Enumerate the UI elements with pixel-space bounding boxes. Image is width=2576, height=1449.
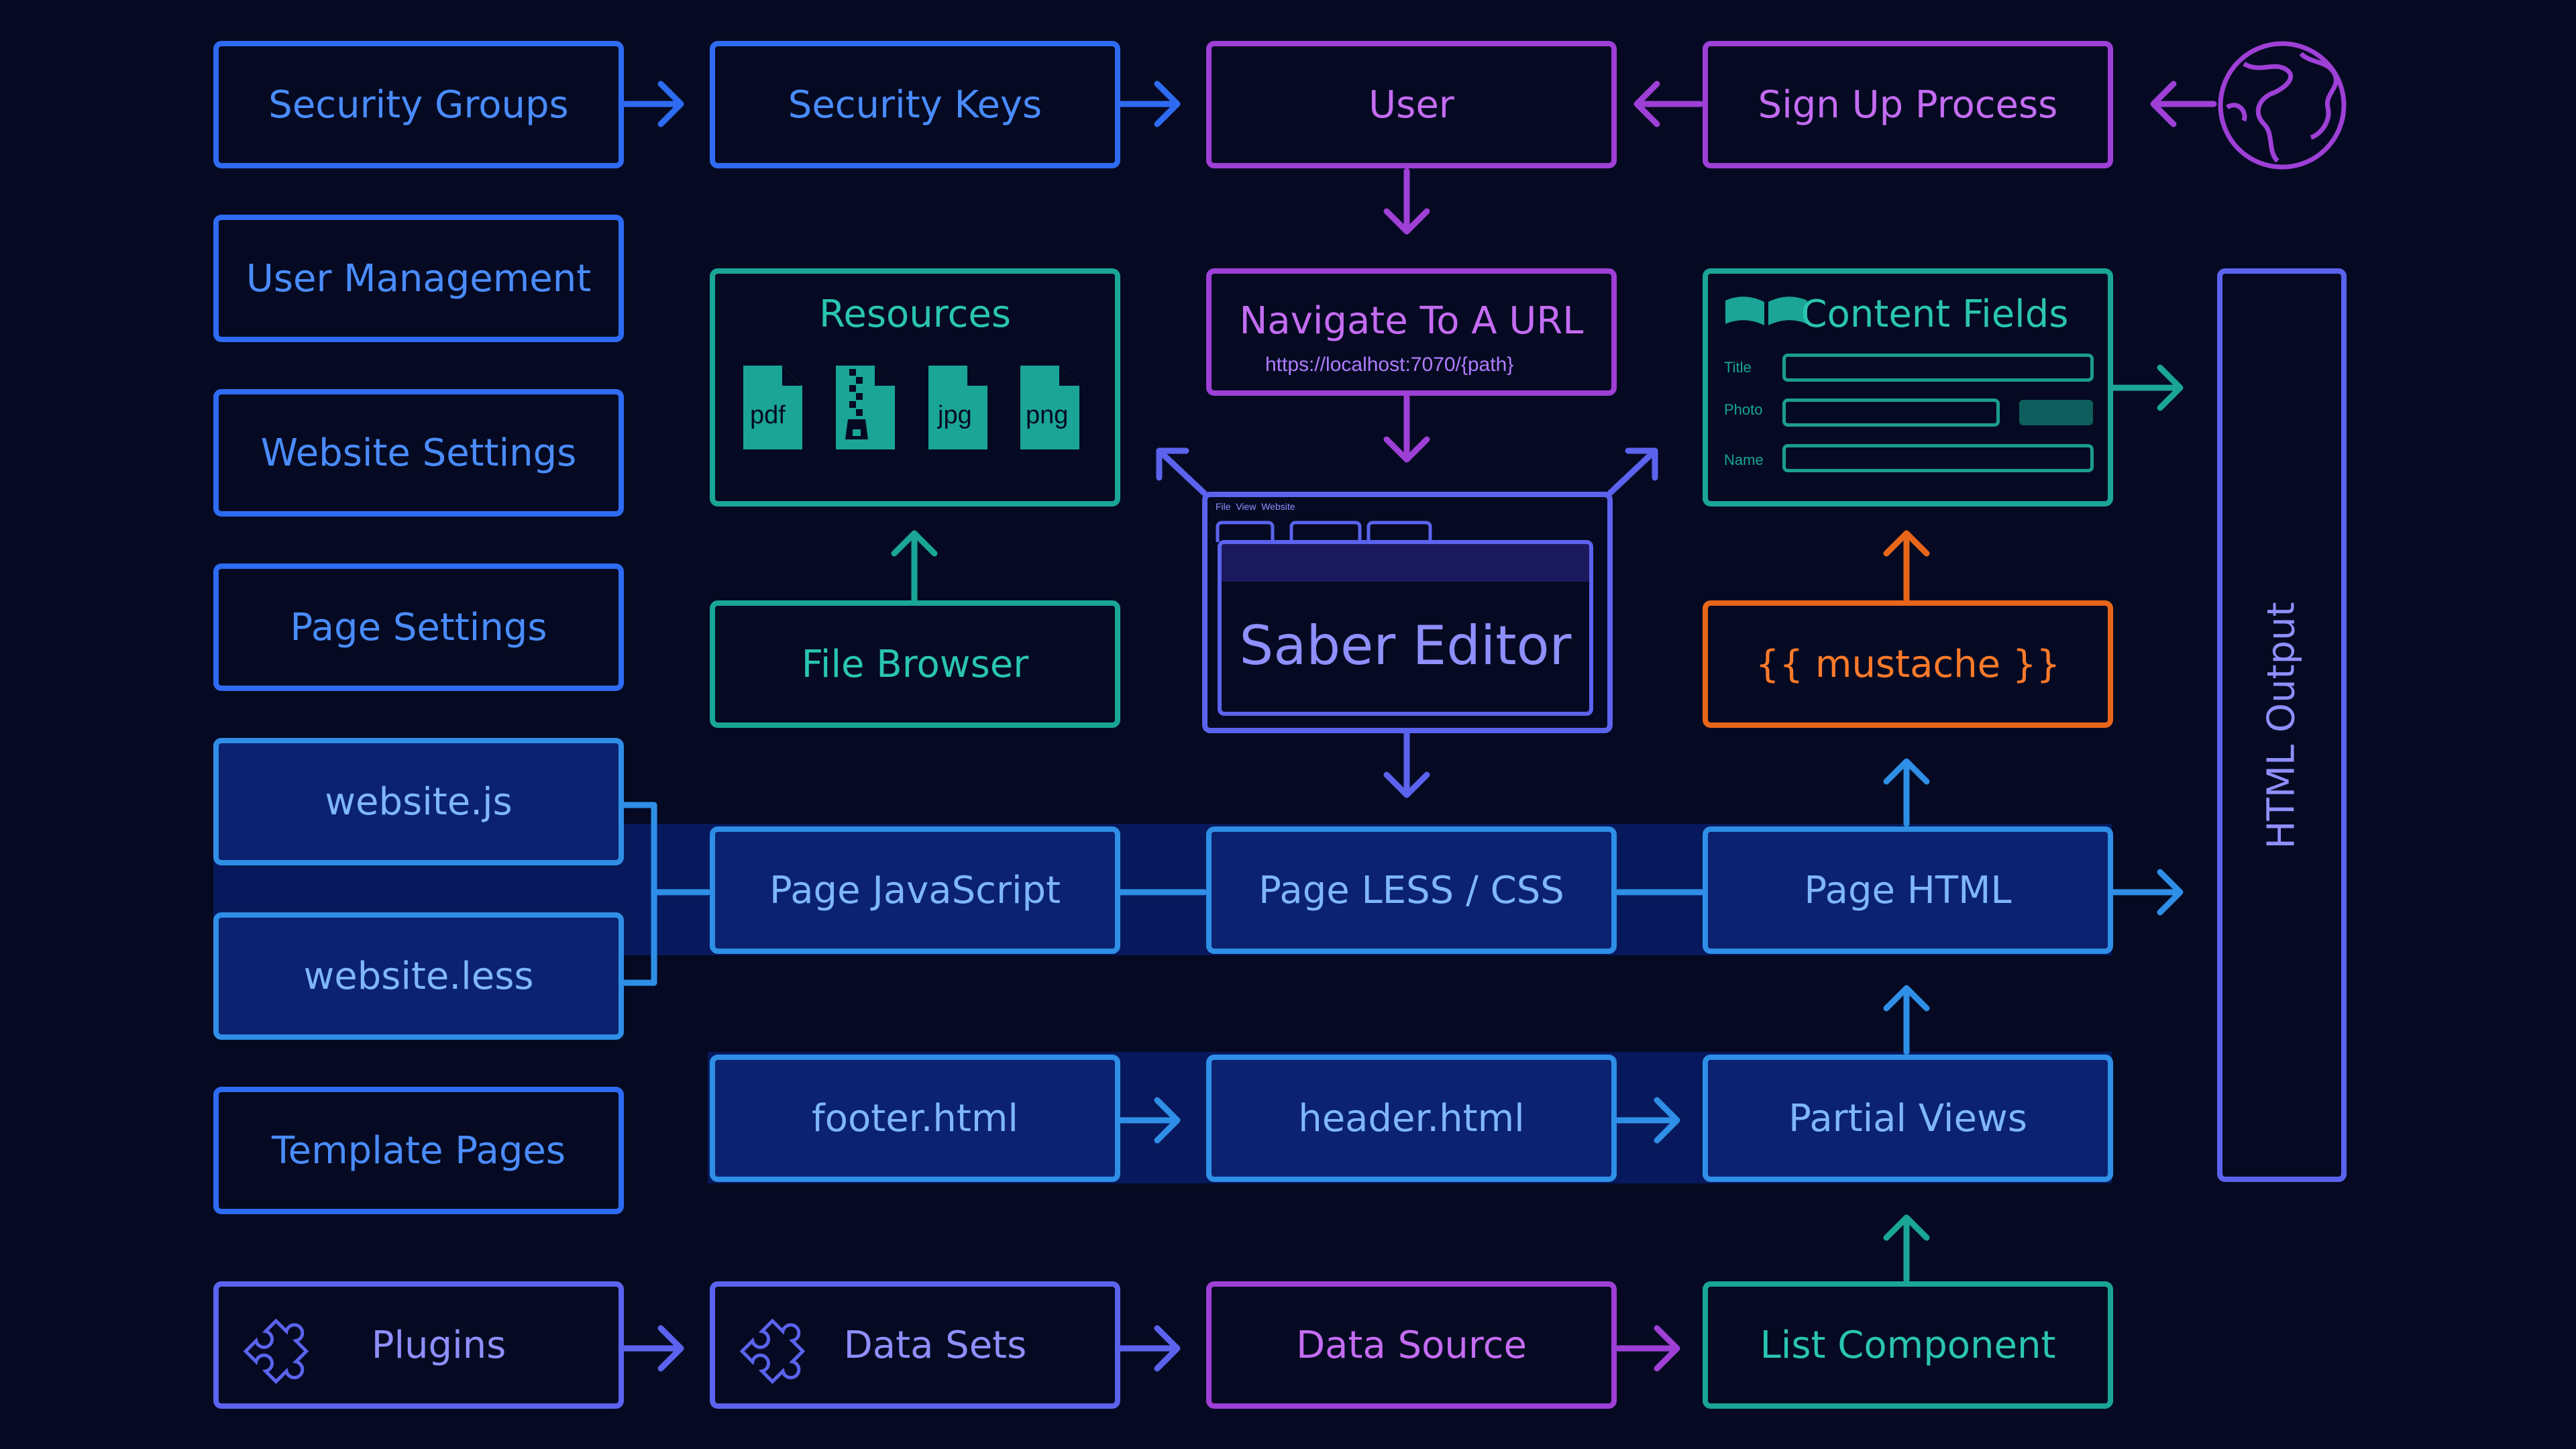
editor-chrome bbox=[1216, 521, 1432, 542]
website-less-node[interactable]: website.less bbox=[213, 912, 624, 1040]
website-js-node[interactable]: website.js bbox=[213, 738, 624, 865]
pdf-file-label: pdf bbox=[750, 401, 786, 429]
saber-editor-window: Saber Editor bbox=[1218, 540, 1593, 716]
data-sets-node[interactable]: Data Sets bbox=[710, 1281, 1120, 1409]
content-field-name-input[interactable] bbox=[1782, 444, 2094, 472]
website-less-label: website.less bbox=[303, 954, 534, 998]
user-management-node[interactable]: User Management bbox=[213, 215, 624, 342]
template-pages-node[interactable]: Template Pages bbox=[213, 1087, 624, 1214]
partial-views-node[interactable]: Partial Views bbox=[1703, 1055, 2113, 1182]
partial-views-label: Partial Views bbox=[1788, 1096, 2027, 1140]
arrow-user-navigate bbox=[1383, 168, 1430, 235]
editor-menu-text: File View Website bbox=[1216, 501, 1295, 512]
arrow-editor-resources bbox=[1156, 447, 1208, 496]
editor-title: Saber Editor bbox=[1239, 614, 1572, 677]
content-field-photo-button[interactable] bbox=[2019, 400, 2093, 425]
page-less-css-node[interactable]: Page LESS / CSS bbox=[1206, 826, 1617, 954]
arrow-html-mustache bbox=[1883, 758, 1930, 827]
arrow-editor-content bbox=[1607, 447, 1658, 496]
data-source-label: Data Source bbox=[1296, 1323, 1527, 1367]
jpg-file-label: jpg bbox=[938, 401, 972, 429]
security-groups-node[interactable]: Security Groups bbox=[213, 41, 624, 168]
page-javascript-label: Page JavaScript bbox=[769, 868, 1061, 912]
arrow-groups-keys bbox=[621, 80, 684, 127]
page-javascript-node[interactable]: Page JavaScript bbox=[710, 826, 1120, 954]
website-settings-node[interactable]: Website Settings bbox=[213, 389, 624, 517]
content-field-photo-input[interactable] bbox=[1782, 398, 2000, 427]
header-html-label: header.html bbox=[1298, 1096, 1525, 1140]
security-groups-label: Security Groups bbox=[268, 83, 569, 127]
content-fields-label: Content Fields bbox=[1801, 292, 2069, 336]
arrow-datasets-source bbox=[1117, 1325, 1181, 1372]
mustache-node[interactable]: {{ mustache }} bbox=[1703, 600, 2113, 728]
template-pages-label: Template Pages bbox=[271, 1128, 566, 1173]
resources-label: Resources bbox=[819, 292, 1011, 336]
data-source-node[interactable]: Data Source bbox=[1206, 1281, 1617, 1409]
arrow-plugins-datasets bbox=[621, 1325, 684, 1372]
user-label: User bbox=[1368, 83, 1454, 127]
page-html-node[interactable]: Page HTML bbox=[1703, 826, 2113, 954]
page-settings-node[interactable]: Page Settings bbox=[213, 564, 624, 691]
arrow-signup-user bbox=[1633, 80, 1704, 127]
arrow-source-list bbox=[1615, 1325, 1680, 1372]
arrow-mustache-content bbox=[1883, 530, 1930, 604]
data-sets-label: Data Sets bbox=[843, 1323, 1027, 1367]
navigate-url-label: Navigate To A URL bbox=[1239, 299, 1584, 343]
security-keys-label: Security Keys bbox=[788, 83, 1042, 127]
arrow-footer-header bbox=[1117, 1097, 1181, 1144]
arrow-partials-html bbox=[1883, 985, 1930, 1055]
content-field-photo-label: Photo bbox=[1724, 401, 1763, 418]
arrow-navigate-editor bbox=[1383, 394, 1430, 463]
content-fields-node[interactable]: Content Fields bbox=[1703, 268, 2113, 506]
user-node[interactable]: User bbox=[1206, 41, 1617, 168]
arrow-content-output bbox=[2110, 364, 2184, 411]
globe-icon bbox=[2218, 41, 2347, 170]
arrow-browser-resources bbox=[891, 530, 938, 604]
arrow-html-output bbox=[2110, 869, 2184, 916]
list-component-node[interactable]: List Component bbox=[1703, 1281, 2113, 1409]
arrow-list-partials bbox=[1883, 1214, 1930, 1283]
page-settings-label: Page Settings bbox=[290, 605, 547, 649]
arrow-header-partials bbox=[1615, 1097, 1680, 1144]
footer-html-node[interactable]: footer.html bbox=[710, 1055, 1120, 1182]
website-js-label: website.js bbox=[325, 780, 513, 824]
html-output-label: HTML Output bbox=[2260, 601, 2304, 849]
arrow-keys-user bbox=[1117, 80, 1181, 127]
content-field-title-label: Title bbox=[1724, 359, 1752, 376]
list-component-label: List Component bbox=[1760, 1323, 2056, 1367]
png-file-label: png bbox=[1026, 401, 1069, 429]
file-browser-label: File Browser bbox=[801, 642, 1029, 686]
page-less-css-label: Page LESS / CSS bbox=[1258, 868, 1564, 912]
user-management-label: User Management bbox=[246, 256, 592, 301]
arrow-editor-less bbox=[1383, 729, 1430, 798]
header-html-node[interactable]: header.html bbox=[1206, 1055, 1617, 1182]
navigate-url-node[interactable]: Navigate To A URL bbox=[1206, 268, 1617, 396]
bracket-website-files bbox=[621, 802, 711, 986]
sign-up-process-label: Sign Up Process bbox=[1758, 83, 2058, 127]
security-keys-node[interactable]: Security Keys bbox=[710, 41, 1120, 168]
arrow-globe-signup bbox=[2150, 80, 2217, 127]
saber-editor-node[interactable] bbox=[1202, 492, 1613, 733]
editor-toolbar bbox=[1222, 544, 1589, 582]
content-field-title-input[interactable] bbox=[1782, 354, 2094, 382]
page-html-label: Page HTML bbox=[1804, 868, 2012, 912]
resources-node[interactable]: Resources bbox=[710, 268, 1120, 506]
plugins-label: Plugins bbox=[371, 1323, 506, 1367]
mustache-label: {{ mustache }} bbox=[1755, 642, 2061, 686]
book-icon bbox=[1725, 297, 1807, 325]
content-field-name-label: Name bbox=[1724, 451, 1764, 468]
file-browser-node[interactable]: File Browser bbox=[710, 600, 1120, 728]
html-output-node[interactable]: HTML Output bbox=[2217, 268, 2347, 1182]
website-settings-label: Website Settings bbox=[260, 431, 577, 475]
footer-html-label: footer.html bbox=[812, 1096, 1018, 1140]
puzzle-icon bbox=[243, 1318, 806, 1385]
plugins-node[interactable]: Plugins bbox=[213, 1281, 624, 1409]
navigate-url-path: https://localhost:7070/{path} bbox=[1265, 354, 1514, 376]
sign-up-process-node[interactable]: Sign Up Process bbox=[1703, 41, 2113, 168]
